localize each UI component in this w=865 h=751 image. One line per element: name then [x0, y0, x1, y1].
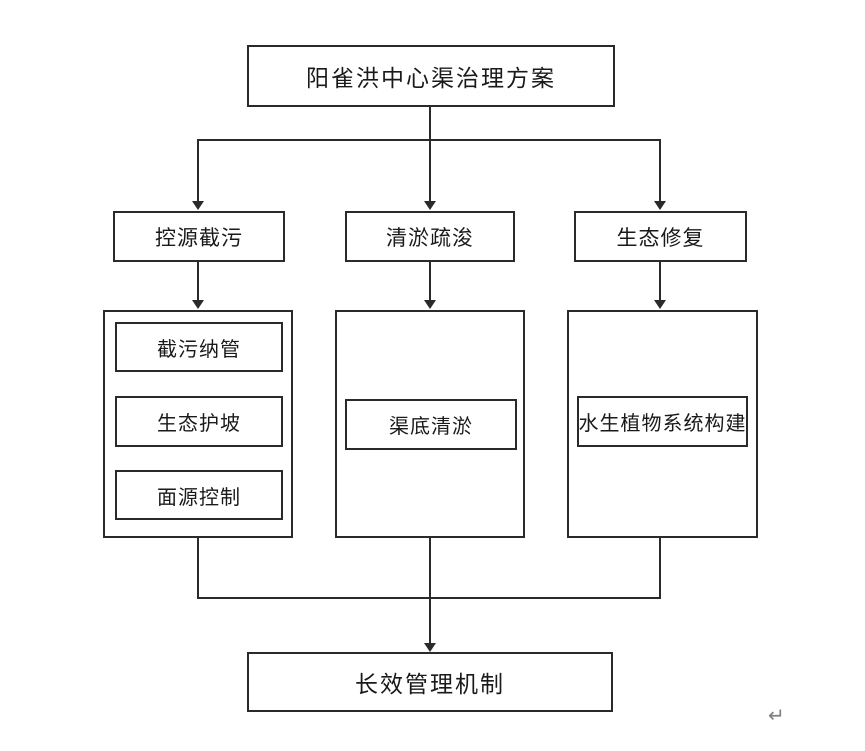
arrow-down-icon	[654, 201, 666, 210]
branch-node-dredging: 清淤疏浚	[345, 211, 515, 262]
arrow-down-icon	[424, 643, 436, 652]
branch-node-source-control: 控源截污	[113, 211, 285, 262]
branch-node-label: 控源截污	[155, 226, 243, 250]
child-node-aquatic-plant-system: 水生植物系统构建	[577, 396, 748, 447]
branch-node-label: 生态修复	[616, 226, 705, 250]
child-node-channel-bottom-dredging: 渠底清淤	[345, 399, 517, 450]
connector-line	[429, 262, 431, 301]
connector-line	[429, 537, 431, 644]
branch-node-label: 清淤疏浚	[386, 226, 474, 250]
connector-line	[197, 537, 199, 599]
child-node-label: 面源控制	[157, 486, 241, 509]
connector-line	[659, 537, 661, 599]
connector-line	[659, 262, 661, 301]
paragraph-return-mark: ↵	[768, 705, 785, 727]
child-node-label: 截污纳管	[157, 338, 241, 361]
connector-line	[429, 139, 431, 202]
child-node-label: 生态护坡	[157, 413, 241, 435]
arrow-down-icon	[654, 300, 666, 309]
connector-line	[197, 262, 199, 301]
child-node-nonpoint-source-control: 面源控制	[115, 470, 283, 520]
arrow-down-icon	[424, 201, 436, 210]
branch-node-eco-restoration: 生态修复	[574, 211, 747, 262]
arrow-down-icon	[424, 300, 436, 309]
root-node-plan: 阳雀洪中心渠治理方案	[247, 45, 615, 107]
connector-line	[659, 139, 661, 202]
footer-node-label: 长效管理机制	[355, 671, 505, 697]
child-node-eco-slope: 生态护坡	[115, 396, 283, 447]
footer-node-management: 长效管理机制	[247, 652, 613, 712]
child-node-label: 水生植物系统构建	[578, 413, 747, 435]
connector-line	[197, 139, 199, 202]
arrow-down-icon	[192, 201, 204, 210]
child-node-label: 渠底清淤	[389, 416, 473, 438]
root-node-label: 阳雀洪中心渠治理方案	[306, 65, 556, 91]
child-node-sewage-interception: 截污纳管	[115, 322, 283, 372]
connector-line	[429, 106, 431, 141]
arrow-down-icon	[192, 300, 204, 309]
